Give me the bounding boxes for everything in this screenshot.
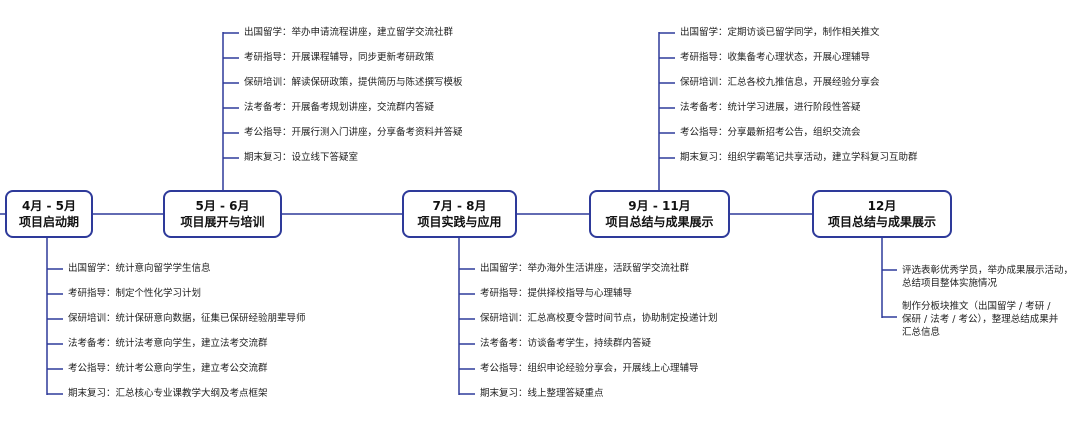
phase1-item: 出国留学：统计意向留学学生信息 xyxy=(68,263,211,274)
phase-title: 项目展开与培训 xyxy=(180,215,265,229)
phase3-item: 法考备考：访谈备考学生，持续群内答疑 xyxy=(480,338,652,349)
phase-node-3: 7月 - 8月 项目实践与应用 xyxy=(402,190,517,238)
phase4-item: 考研指导：收集备考心理状态，开展心理辅导 xyxy=(680,52,871,63)
phase2-item: 出国留学：举办申请流程讲座，建立留学交流社群 xyxy=(244,27,454,38)
phase-date: 12月 xyxy=(867,199,897,213)
phase-title: 项目实践与应用 xyxy=(417,215,502,229)
phase2-item: 保研培训：解读保研政策，提供简历与陈述撰写模板 xyxy=(244,77,463,88)
phase-title: 项目总结与成果展示 xyxy=(827,215,936,229)
phase-date: 5月 - 6月 xyxy=(195,199,250,213)
phase3-item: 出国留学：举办海外生活讲座，活跃留学交流社群 xyxy=(480,263,690,274)
phase-node-4: 9月 - 11月 项目总结与成果展示 xyxy=(589,190,730,238)
phase2-item: 法考备考：开展备考规划讲座，交流群内答疑 xyxy=(244,102,435,113)
phase1-item: 考公指导：统计考公意向学生，建立考公交流群 xyxy=(68,363,268,374)
phase2-item: 考公指导：开展行测入门讲座，分享备考资料并答疑 xyxy=(244,127,463,138)
phase5-item: 评选表彰优秀学员，举办成果展示活动，总结项目整体实施情况 xyxy=(902,265,1074,289)
phase-title: 项目总结与成果展示 xyxy=(605,215,714,229)
phase4-item: 法考备考：统计学习进展，进行阶段性答疑 xyxy=(680,102,861,113)
phase4-item: 考公指导：分享最新招考公告，组织交流会 xyxy=(680,127,861,138)
phase1-item: 法考备考：统计法考意向学生，建立法考交流群 xyxy=(68,338,268,349)
phase-node-5: 12月 项目总结与成果展示 xyxy=(812,190,952,238)
phase-date: 9月 - 11月 xyxy=(628,199,691,213)
phase2-item: 考研指导：开展课程辅导，同步更新考研政策 xyxy=(244,52,435,63)
phase-title: 项目启动期 xyxy=(18,215,79,229)
phase3-item: 期末复习：线上整理答疑重点 xyxy=(480,388,604,399)
phase3-item: 考研指导：提供择校指导与心理辅导 xyxy=(480,288,633,299)
phase1-item: 期末复习：汇总核心专业课教学大纲及考点框架 xyxy=(68,388,268,399)
phase-date: 7月 - 8月 xyxy=(432,199,487,213)
phase4-item: 期末复习：组织学霸笔记共享活动，建立学科复习互助群 xyxy=(680,152,918,163)
phase-node-1: 4月 - 5月 项目启动期 xyxy=(5,190,93,238)
phase5-item: 制作分板块推文（出国留学 / 考研 / 保研 / 法考 / 考公），整理总结成果… xyxy=(902,301,1059,338)
phase4-item: 出国留学：定期访谈已留学同学，制作相关推文 xyxy=(680,27,880,38)
phase3-item: 考公指导：组织申论经验分享会，开展线上心理辅导 xyxy=(480,363,699,374)
phase3-item: 保研培训：汇总高校夏令营时间节点，协助制定投递计划 xyxy=(480,313,718,324)
phase-node-2: 5月 - 6月 项目展开与培训 xyxy=(163,190,282,238)
phase1-item: 保研培训：统计保研意向数据，征集已保研经验朋辈导师 xyxy=(68,313,306,324)
phase-date: 4月 - 5月 xyxy=(21,199,77,213)
phase4-item: 保研培训：汇总各校九推信息，开展经验分享会 xyxy=(680,77,880,88)
phase1-item: 考研指导：制定个性化学习计划 xyxy=(68,288,202,299)
phase2-item: 期末复习：设立线下答疑室 xyxy=(244,152,359,163)
